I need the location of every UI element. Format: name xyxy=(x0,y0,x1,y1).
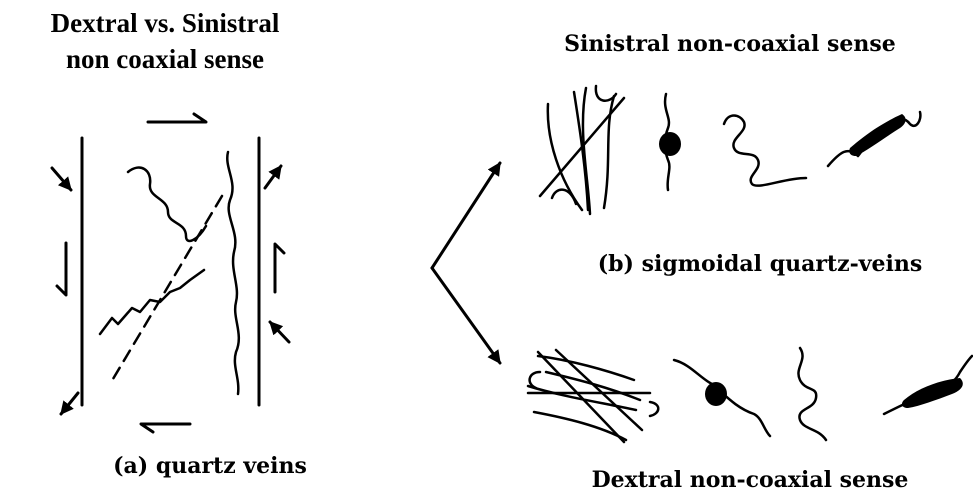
sinistral-hook-bottom xyxy=(552,190,576,204)
dextral-cross-line-1 xyxy=(538,352,624,442)
wavy-vein-folded xyxy=(128,168,206,241)
sinistral-lens-body xyxy=(659,132,681,156)
stylolite-vein xyxy=(227,152,239,394)
dextral-lens-body xyxy=(705,382,727,406)
sinistral-sigmoid-veins xyxy=(540,86,920,214)
dextral-zigzag-vein xyxy=(798,348,826,440)
extension-arrow-top-right xyxy=(265,166,281,188)
dextral-hook-left xyxy=(530,372,540,388)
branch-arrow-down xyxy=(432,268,500,363)
bottom-shear-half-arrow xyxy=(141,424,190,432)
dextral-cross-line-2 xyxy=(556,350,642,430)
dextral-lens-ellipse xyxy=(902,378,963,408)
sinistral-lens-ellipse xyxy=(849,114,905,156)
dashed-vein-trace xyxy=(110,196,222,384)
compression-arrow-bottom-right xyxy=(270,322,289,342)
sinistral-fracture-2 xyxy=(574,92,588,210)
dextral-fracture-4 xyxy=(534,412,626,440)
branch-arrow-up xyxy=(432,163,500,268)
branch-arrows xyxy=(432,163,500,363)
sinistral-zigzag-vein xyxy=(724,116,806,186)
sinistral-hook-top xyxy=(596,86,616,101)
panel-a-quartz-veins xyxy=(52,114,289,432)
compression-arrow-top-left xyxy=(52,168,71,190)
left-shear-half-arrow xyxy=(57,243,66,295)
right-shear-half-arrow xyxy=(275,244,284,292)
en-echelon-vein xyxy=(100,270,204,334)
dextral-sigmoid-veins xyxy=(528,348,972,442)
extension-arrow-bottom-left xyxy=(61,393,78,414)
dextral-hook-right xyxy=(650,402,658,416)
top-shear-half-arrow xyxy=(148,114,206,122)
